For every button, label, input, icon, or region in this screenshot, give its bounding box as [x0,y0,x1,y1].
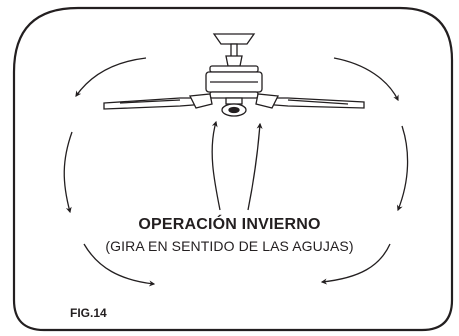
curved-arrow-icon [211,120,221,211]
airflow-arrows [63,57,409,287]
curved-arrow-icon [75,57,147,97]
curved-arrow-icon [63,131,73,214]
curved-arrow-icon [333,57,399,102]
operation-subtitle: (GIRA EN SENTIDO DE LAS AGUJAS) [105,238,354,254]
curved-arrow-icon [320,243,391,285]
figure-label: FIG.14 [70,306,107,320]
rounded-frame-border [12,6,454,332]
curved-arrow-icon [396,125,409,212]
operation-title: OPERACIÓN INVIERNO [138,216,321,233]
ceiling-fan-icon [103,33,365,117]
curved-arrow-icon [83,243,156,287]
curved-arrow-icon [247,122,263,211]
